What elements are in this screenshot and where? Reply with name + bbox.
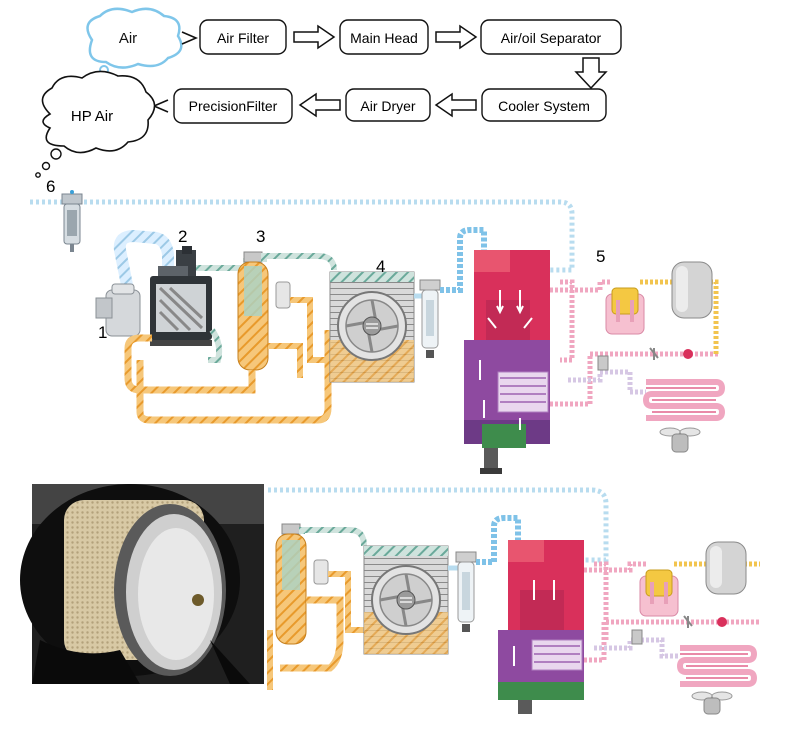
- arrow-head-icon: [151, 99, 169, 113]
- green-line: [261, 253, 337, 271]
- flow-arrow-down-icon: [574, 57, 608, 90]
- flow-step-separator: Air/oil Separator: [501, 30, 602, 46]
- callout-4: 4: [376, 257, 385, 276]
- air-filter-icon: [95, 283, 141, 337]
- refrigerant-line: [594, 561, 609, 640]
- receiver-tank-icon: [671, 261, 713, 319]
- green-line: [208, 328, 223, 363]
- flow-box-cooler: [481, 88, 607, 122]
- flow-step-main-head: Main Head: [350, 30, 418, 46]
- intake-pipe: [113, 229, 174, 302]
- flow-box-air-dryer: [345, 88, 431, 122]
- flow-step-cooler: Cooler System: [498, 98, 590, 114]
- cooler-icon: [329, 271, 415, 383]
- flow-box-precision-filter: [173, 88, 293, 124]
- refrigerant-compressor-icon: [605, 287, 645, 335]
- flow-step-air-filter: Air Filter: [217, 30, 269, 46]
- refrigerant-line: [640, 279, 719, 354]
- green-line: [196, 258, 249, 271]
- arrow-head-icon: [181, 31, 199, 45]
- flow-chart: Air Air Filter Main Head Air/oil Separat…: [35, 7, 622, 178]
- refrigerant-line: [594, 637, 680, 659]
- air-line: [30, 199, 575, 273]
- refrigerant-line: [550, 279, 612, 293]
- cloud-air: Air: [86, 7, 183, 82]
- water-separator-icon: [414, 279, 441, 358]
- air-line: [268, 487, 609, 563]
- flow-box-main-head: [339, 19, 429, 55]
- flow-arrow-icon: [435, 24, 478, 50]
- flow-arrow-icon: [293, 24, 336, 50]
- precision-filter-icon: [61, 190, 83, 252]
- flow-step-hp-air: HP Air: [71, 108, 113, 125]
- water-separator-icon: [448, 551, 477, 632]
- fan-icon: [659, 427, 701, 453]
- separator-tank-icon: [275, 523, 329, 645]
- schematic-upper: 1 2 3 4 5 6: [30, 177, 726, 474]
- air-line: [440, 227, 487, 293]
- filter-photo: [20, 484, 264, 684]
- callout-1: 1: [98, 323, 107, 342]
- main-head-icon: [150, 246, 212, 346]
- flow-arrow-left-icon: [298, 92, 341, 118]
- air-line: [476, 515, 521, 565]
- green-line: [299, 527, 367, 547]
- refrigerant-line: [560, 279, 575, 363]
- flow-box-air-filter: [199, 19, 287, 55]
- oil-line: [280, 596, 344, 672]
- callout-5: 5: [596, 247, 605, 266]
- flow-step-air: Air: [119, 30, 137, 47]
- refrigerant-compressor-icon: [639, 569, 679, 617]
- refrigerant-line: [568, 369, 646, 395]
- fan-icon: [691, 691, 733, 715]
- condenser-coil-icon: [676, 645, 758, 687]
- separator-tank-icon: [237, 251, 291, 371]
- schematic-lower: [267, 487, 760, 715]
- oil-line: [136, 330, 332, 424]
- valve-icon: [683, 349, 693, 359]
- flow-step-precision-filter: PrecisionFilter: [189, 98, 278, 114]
- flow-step-air-dryer: Air Dryer: [360, 98, 416, 114]
- cloud-hp-air: HP Air: [35, 70, 156, 178]
- flow-arrow-left-icon: [434, 92, 477, 118]
- callout-3: 3: [256, 227, 265, 246]
- oil-line: [290, 297, 330, 363]
- cooler-icon: [363, 545, 449, 655]
- expansion-valve-icon: [649, 347, 659, 360]
- valve-icon: [717, 617, 727, 627]
- filter-drier-icon: [597, 355, 609, 371]
- oil-line: [328, 571, 368, 633]
- condenser-coil-icon: [642, 379, 726, 421]
- dryer-tower-icon: [464, 250, 550, 474]
- filter-drier-icon: [631, 629, 643, 645]
- flow-box-separator: [480, 19, 622, 55]
- receiver-tank-icon: [705, 541, 747, 595]
- refrigerant-line: [584, 619, 760, 663]
- callout-6: 6: [46, 177, 55, 196]
- refrigerant-line: [584, 561, 646, 573]
- callout-2: 2: [178, 227, 187, 246]
- expansion-valve-icon: [683, 615, 693, 628]
- dryer-tower-icon: [498, 540, 584, 714]
- oil-line: [268, 343, 303, 378]
